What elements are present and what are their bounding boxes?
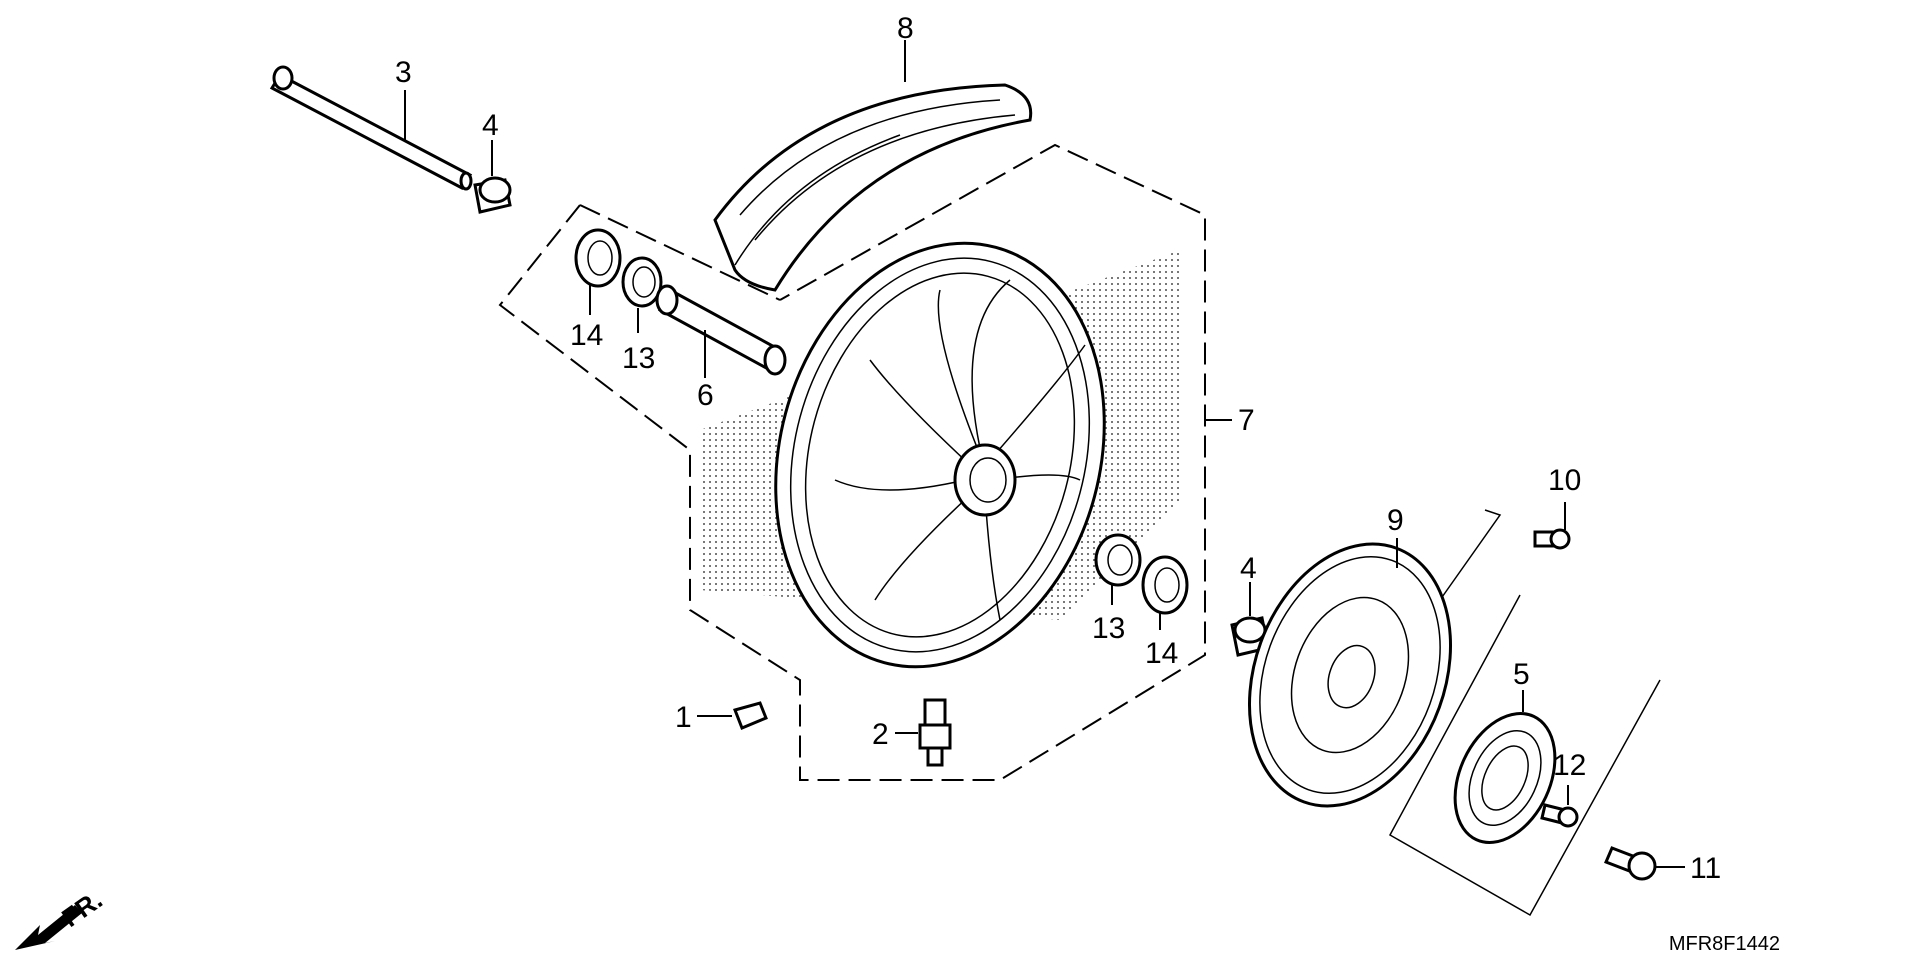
pulser-bolt [1540, 803, 1579, 828]
callout-9: 9 [1387, 504, 1404, 537]
callout-8: 8 [897, 12, 914, 45]
callout-3: 3 [395, 56, 412, 89]
front-wheel-rim [700, 241, 1180, 669]
callout-4-left: 4 [482, 109, 499, 142]
callout-2: 2 [872, 718, 889, 751]
callout-12: 12 [1553, 749, 1586, 782]
disc-bolt-upper [1533, 528, 1571, 550]
air-valve [918, 698, 952, 767]
callout-13-upper: 13 [622, 342, 655, 375]
assembly-dashed-outline [498, 143, 1206, 781]
callout-13-lower: 13 [1092, 612, 1125, 645]
callout-6: 6 [697, 379, 714, 412]
callout-14-lower: 14 [1145, 637, 1178, 670]
callout-14-upper: 14 [570, 319, 603, 352]
side-collar-left [473, 176, 512, 214]
callout-4-right: 4 [1240, 552, 1257, 585]
callout-11: 11 [1690, 852, 1721, 885]
dust-seal-right [1094, 533, 1142, 587]
flange-bolt [1604, 846, 1657, 881]
front-axle [269, 65, 473, 191]
distance-collar [655, 284, 787, 376]
front-tire [713, 83, 1033, 292]
callout-5: 5 [1513, 658, 1530, 691]
balance-weight [733, 701, 768, 730]
callout-1: 1 [675, 701, 692, 734]
dust-seal-left [621, 256, 663, 308]
bearing-left [574, 228, 622, 288]
callout-10: 10 [1548, 464, 1581, 497]
bearing-right [1141, 555, 1189, 615]
pulser-ring [1453, 712, 1557, 844]
callout-7: 7 [1238, 404, 1255, 437]
disc-dashed-outline [1388, 509, 1661, 917]
front-direction-arrow-icon [15, 905, 82, 950]
drawing-code: MFR8F1442 [1669, 933, 1780, 955]
